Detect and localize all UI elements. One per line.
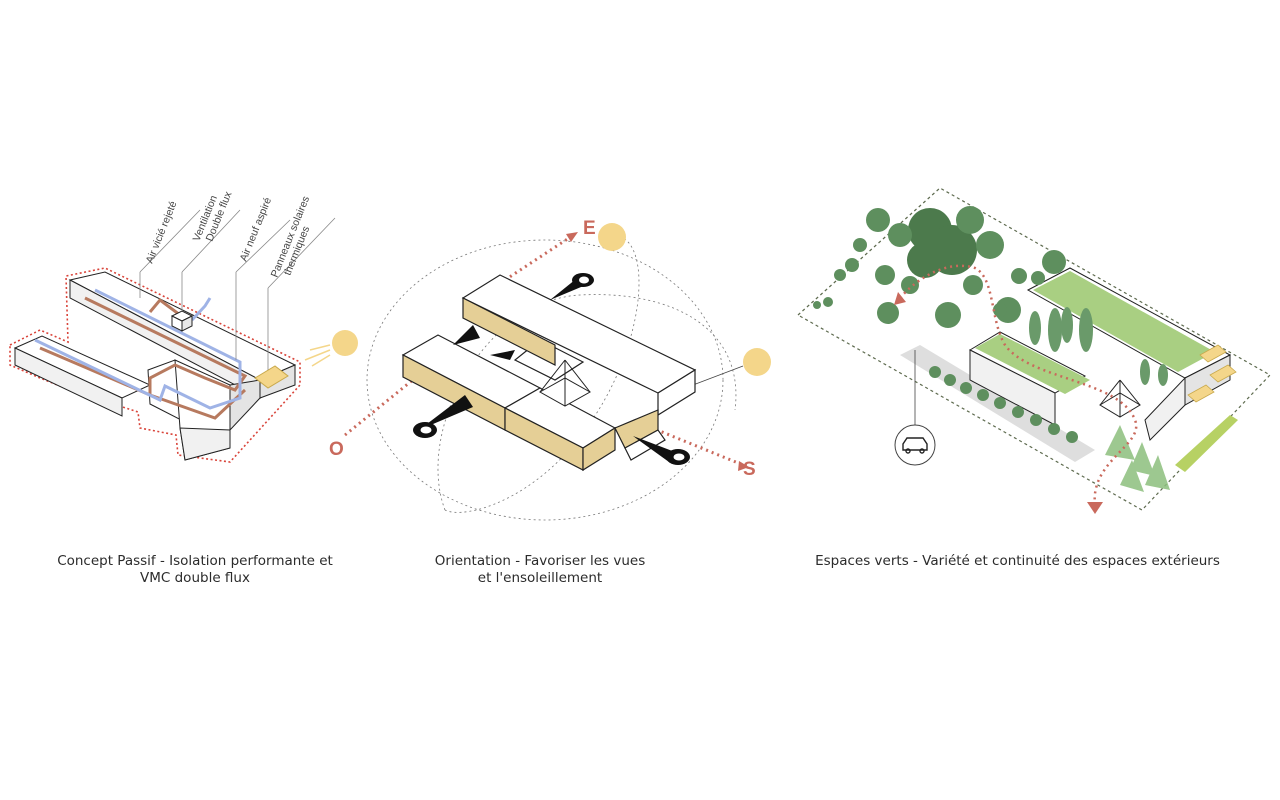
panel-orientation: E O S (325, 180, 785, 540)
espaces-verts-diagram (796, 187, 1271, 514)
exhaust-arrow (148, 297, 181, 317)
caption-concept-passif-line2: VMC double flux (140, 570, 250, 586)
south-arrow-head (738, 461, 749, 471)
caption-orientation: Orientation - Favoriser les vues et l'en… (400, 553, 680, 587)
forest-trees (813, 206, 1066, 328)
sun-east-icon (598, 223, 626, 251)
panel-concept-passif: Air vicié rejeté Ventilation Double flux… (0, 180, 380, 480)
sun-south-icon (743, 348, 771, 376)
fresh-air-duct (34, 288, 242, 410)
sun-path-orbits (366, 234, 737, 521)
courtyard-roof (1099, 379, 1141, 418)
caption-espaces-verts: Espaces verts - Variété et continuité de… (795, 553, 1240, 570)
caption-orientation-line1: Orientation - Favoriser les vues (434, 553, 646, 569)
ventilation-unit-icon (170, 310, 194, 332)
view-eye-icon (633, 436, 690, 465)
building-volumes (401, 274, 697, 472)
panel-espaces-verts (790, 180, 1275, 520)
car-icon-badge (894, 424, 936, 466)
sun-icon (332, 330, 358, 356)
building-volumes (13, 271, 297, 461)
path-arrow-head (1087, 502, 1103, 514)
sun-rays (304, 344, 331, 367)
car-icon (902, 437, 928, 454)
garden-trees (1105, 425, 1170, 492)
caption-concept-passif-line1: Concept Passif - Isolation performante e… (57, 553, 333, 569)
caption-espaces-verts-line1: Espaces verts - Variété et continuité de… (815, 553, 1220, 569)
parking-trees (929, 366, 1078, 443)
courtyard-roof (538, 359, 592, 407)
compass-east: E (583, 218, 596, 239)
orientation-diagram: E O S (329, 218, 771, 521)
compass-west: O (329, 439, 344, 460)
caption-orientation-line2: et l'ensoleillement (477, 570, 603, 586)
view-eye-icon (550, 273, 594, 300)
cypress-trees (1029, 307, 1168, 386)
path-arrow-head (894, 292, 906, 305)
east-arrow-head (566, 232, 578, 242)
green-roof (1033, 271, 1215, 372)
intake-arrow (190, 297, 212, 322)
green-roof (975, 334, 1090, 394)
callout-air-vicie: Air vicié rejeté (144, 199, 180, 265)
planted-strip (1175, 415, 1238, 472)
view-eye-icon (413, 395, 473, 438)
walking-path (899, 264, 1138, 506)
sun-south-leader (692, 365, 744, 386)
concept-passif-diagram: Air vicié rejeté Ventilation Double flux… (9, 189, 358, 463)
callout-leaders (139, 209, 336, 370)
view-eye-icon (453, 325, 515, 360)
compass-south: S (743, 459, 756, 480)
solar-panel-icon (1187, 344, 1237, 403)
caption-concept-passif: Concept Passif - Isolation performante e… (40, 553, 350, 587)
